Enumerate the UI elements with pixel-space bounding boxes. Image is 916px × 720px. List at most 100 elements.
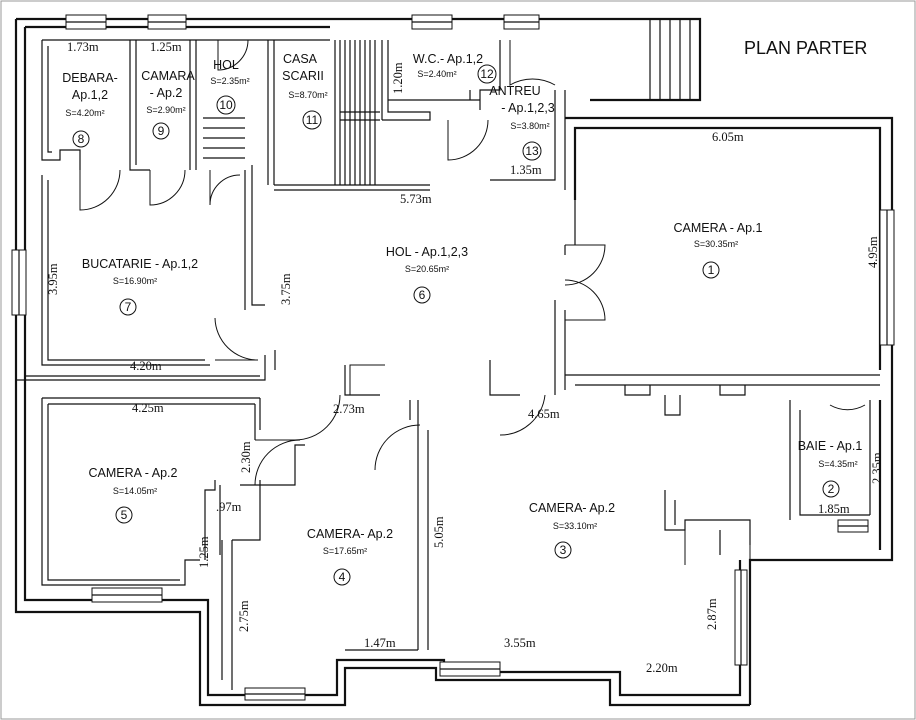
- room-8-name-line1: DEBARA-: [62, 71, 118, 85]
- dimension-label: 2.73m: [333, 402, 365, 416]
- room-1-area: S=30.35m²: [694, 239, 738, 249]
- dimension-label: 2.20m: [646, 661, 678, 675]
- room-4-marker: [333, 568, 351, 586]
- dimension-label: 4.65m: [528, 407, 560, 421]
- room-3-area: S=33.10m²: [553, 521, 597, 531]
- room-11-number: 11: [306, 113, 319, 127]
- dimension-label: 4.95m: [866, 236, 880, 268]
- room-11-name-line2: SCARII: [282, 69, 324, 83]
- room-2-area: S=4.35m²: [818, 459, 857, 469]
- room-12-area: S=2.40m²: [417, 69, 456, 79]
- room-4-area: S=17.65m²: [323, 546, 367, 556]
- room-5-area: S=14.05m²: [113, 486, 157, 496]
- door-swings: [79, 39, 866, 565]
- room-11-name-line1: CASA: [283, 52, 318, 66]
- dimension-labels: 1.73m 1.25m 1.20m 6.05m 5.73m 1.35m 4.95…: [46, 40, 884, 675]
- room-8-label: DEBARA- Ap.1,2 S=4.20m² 8: [62, 71, 118, 148]
- room-labels: CAMERA - Ap.1 S=30.35m² 1 BAIE - Ap.1 S=…: [62, 52, 863, 586]
- room-10-marker: [216, 95, 236, 115]
- room-10-number: 10: [219, 98, 233, 112]
- room-7-name: BUCATARIE - Ap.1,2: [82, 257, 198, 271]
- room-11-area: S=8.70m²: [288, 90, 327, 100]
- room-1-name: CAMERA - Ap.1: [674, 221, 763, 235]
- dimension-label: 1.25m: [197, 536, 211, 568]
- room-13-area: S=3.80m²: [510, 121, 549, 131]
- room-10-label: HOL S=2.35m² 10: [210, 58, 250, 115]
- dimension-label: 1.73m: [67, 40, 99, 54]
- room-13-marker: [522, 141, 542, 161]
- dimension-label: 5.73m: [400, 192, 432, 206]
- room-2-name: BAIE - Ap.1: [798, 439, 863, 453]
- room-5-label: CAMERA - Ap.2 S=14.05m² 5: [89, 466, 178, 524]
- room-6-marker: [413, 286, 431, 304]
- room-3-name: CAMERA- Ap.2: [529, 501, 615, 515]
- dimension-label: 6.05m: [712, 130, 744, 144]
- room-12-label: W.C.- Ap.1,2 S=2.40m² 12: [413, 52, 497, 84]
- room-8-marker: [72, 130, 90, 148]
- room-7-area: S=16.90m²: [113, 276, 157, 286]
- dimension-label: 3.75m: [279, 273, 293, 305]
- stairs: [203, 19, 691, 185]
- room-3-label: CAMERA- Ap.2 S=33.10m² 3: [529, 501, 615, 559]
- room-6-number: 6: [419, 288, 426, 302]
- room-5-number: 5: [121, 508, 128, 522]
- room-9-area: S=2.90m²: [146, 105, 185, 115]
- room-8-number: 8: [78, 132, 85, 146]
- room-13-name-line2: - Ap.1,2,3: [501, 101, 555, 115]
- room-13-label: ANTREU - Ap.1,2,3 S=3.80m² 13: [489, 84, 555, 161]
- room-1-marker: [702, 261, 720, 279]
- interior-walls: [16, 39, 880, 690]
- room-9-name-line2: - Ap.2: [150, 86, 183, 100]
- dimension-label: .97m: [216, 500, 242, 514]
- room-9-number: 9: [158, 124, 165, 138]
- room-3-number: 3: [560, 543, 567, 557]
- dimension-label: 2.75m: [237, 600, 251, 632]
- room-5-name: CAMERA - Ap.2: [89, 466, 178, 480]
- room-12-name: W.C.- Ap.1,2: [413, 52, 483, 66]
- room-8-name-line2: Ap.1,2: [72, 88, 108, 102]
- room-13-number: 13: [525, 144, 539, 158]
- room-2-label: BAIE - Ap.1 S=4.35m² 2: [798, 439, 863, 498]
- dimension-label: 5.05m: [432, 516, 446, 548]
- room-11-marker: [302, 110, 322, 130]
- plan-title: PLAN PARTER: [744, 38, 867, 58]
- room-3-marker: [554, 541, 572, 559]
- room-6-area: S=20.65m²: [405, 264, 449, 274]
- dimension-label: 1.20m: [391, 62, 405, 94]
- dimension-label: 4.20m: [130, 359, 162, 373]
- windows: [11, 14, 895, 701]
- dimension-label: 2.30m: [239, 441, 253, 473]
- room-2-marker: [822, 480, 840, 498]
- room-11-label: CASA SCARII S=8.70m² 11: [282, 52, 328, 130]
- room-4-number: 4: [339, 570, 346, 584]
- room-9-name-line1: CAMARA: [141, 69, 195, 83]
- dimension-label: 1.25m: [150, 40, 182, 54]
- dimension-label: 3.55m: [504, 636, 536, 650]
- room-12-number: 12: [480, 67, 494, 81]
- room-10-name: HOL: [213, 58, 239, 72]
- room-6-label: HOL - Ap.1,2,3 S=20.65m² 6: [386, 245, 468, 304]
- dimension-label: 2.35m: [870, 452, 884, 484]
- room-1-number: 1: [708, 263, 715, 277]
- dimension-label: 3.95m: [46, 263, 60, 295]
- room-4-label: CAMERA- Ap.2 S=17.65m² 4: [307, 527, 393, 586]
- dimension-label: 4.25m: [132, 401, 164, 415]
- room-9-label: CAMARA - Ap.2 S=2.90m² 9: [141, 69, 195, 140]
- dimension-label: 1.47m: [364, 636, 396, 650]
- dimension-label: 1.35m: [510, 163, 542, 177]
- room-2-number: 2: [828, 482, 835, 496]
- room-1-label: CAMERA - Ap.1 S=30.35m² 1: [674, 221, 763, 279]
- room-10-area: S=2.35m²: [210, 76, 249, 86]
- room-8-area: S=4.20m²: [65, 108, 104, 118]
- room-7-number: 7: [125, 300, 132, 314]
- room-6-name: HOL - Ap.1,2,3: [386, 245, 468, 259]
- room-5-marker: [115, 506, 133, 524]
- room-7-marker: [119, 298, 137, 316]
- dimension-label: 2.87m: [705, 598, 719, 630]
- dimension-label: 1.85m: [818, 502, 850, 516]
- room-7-label: BUCATARIE - Ap.1,2 S=16.90m² 7: [82, 257, 198, 316]
- room-12-marker: [477, 64, 497, 84]
